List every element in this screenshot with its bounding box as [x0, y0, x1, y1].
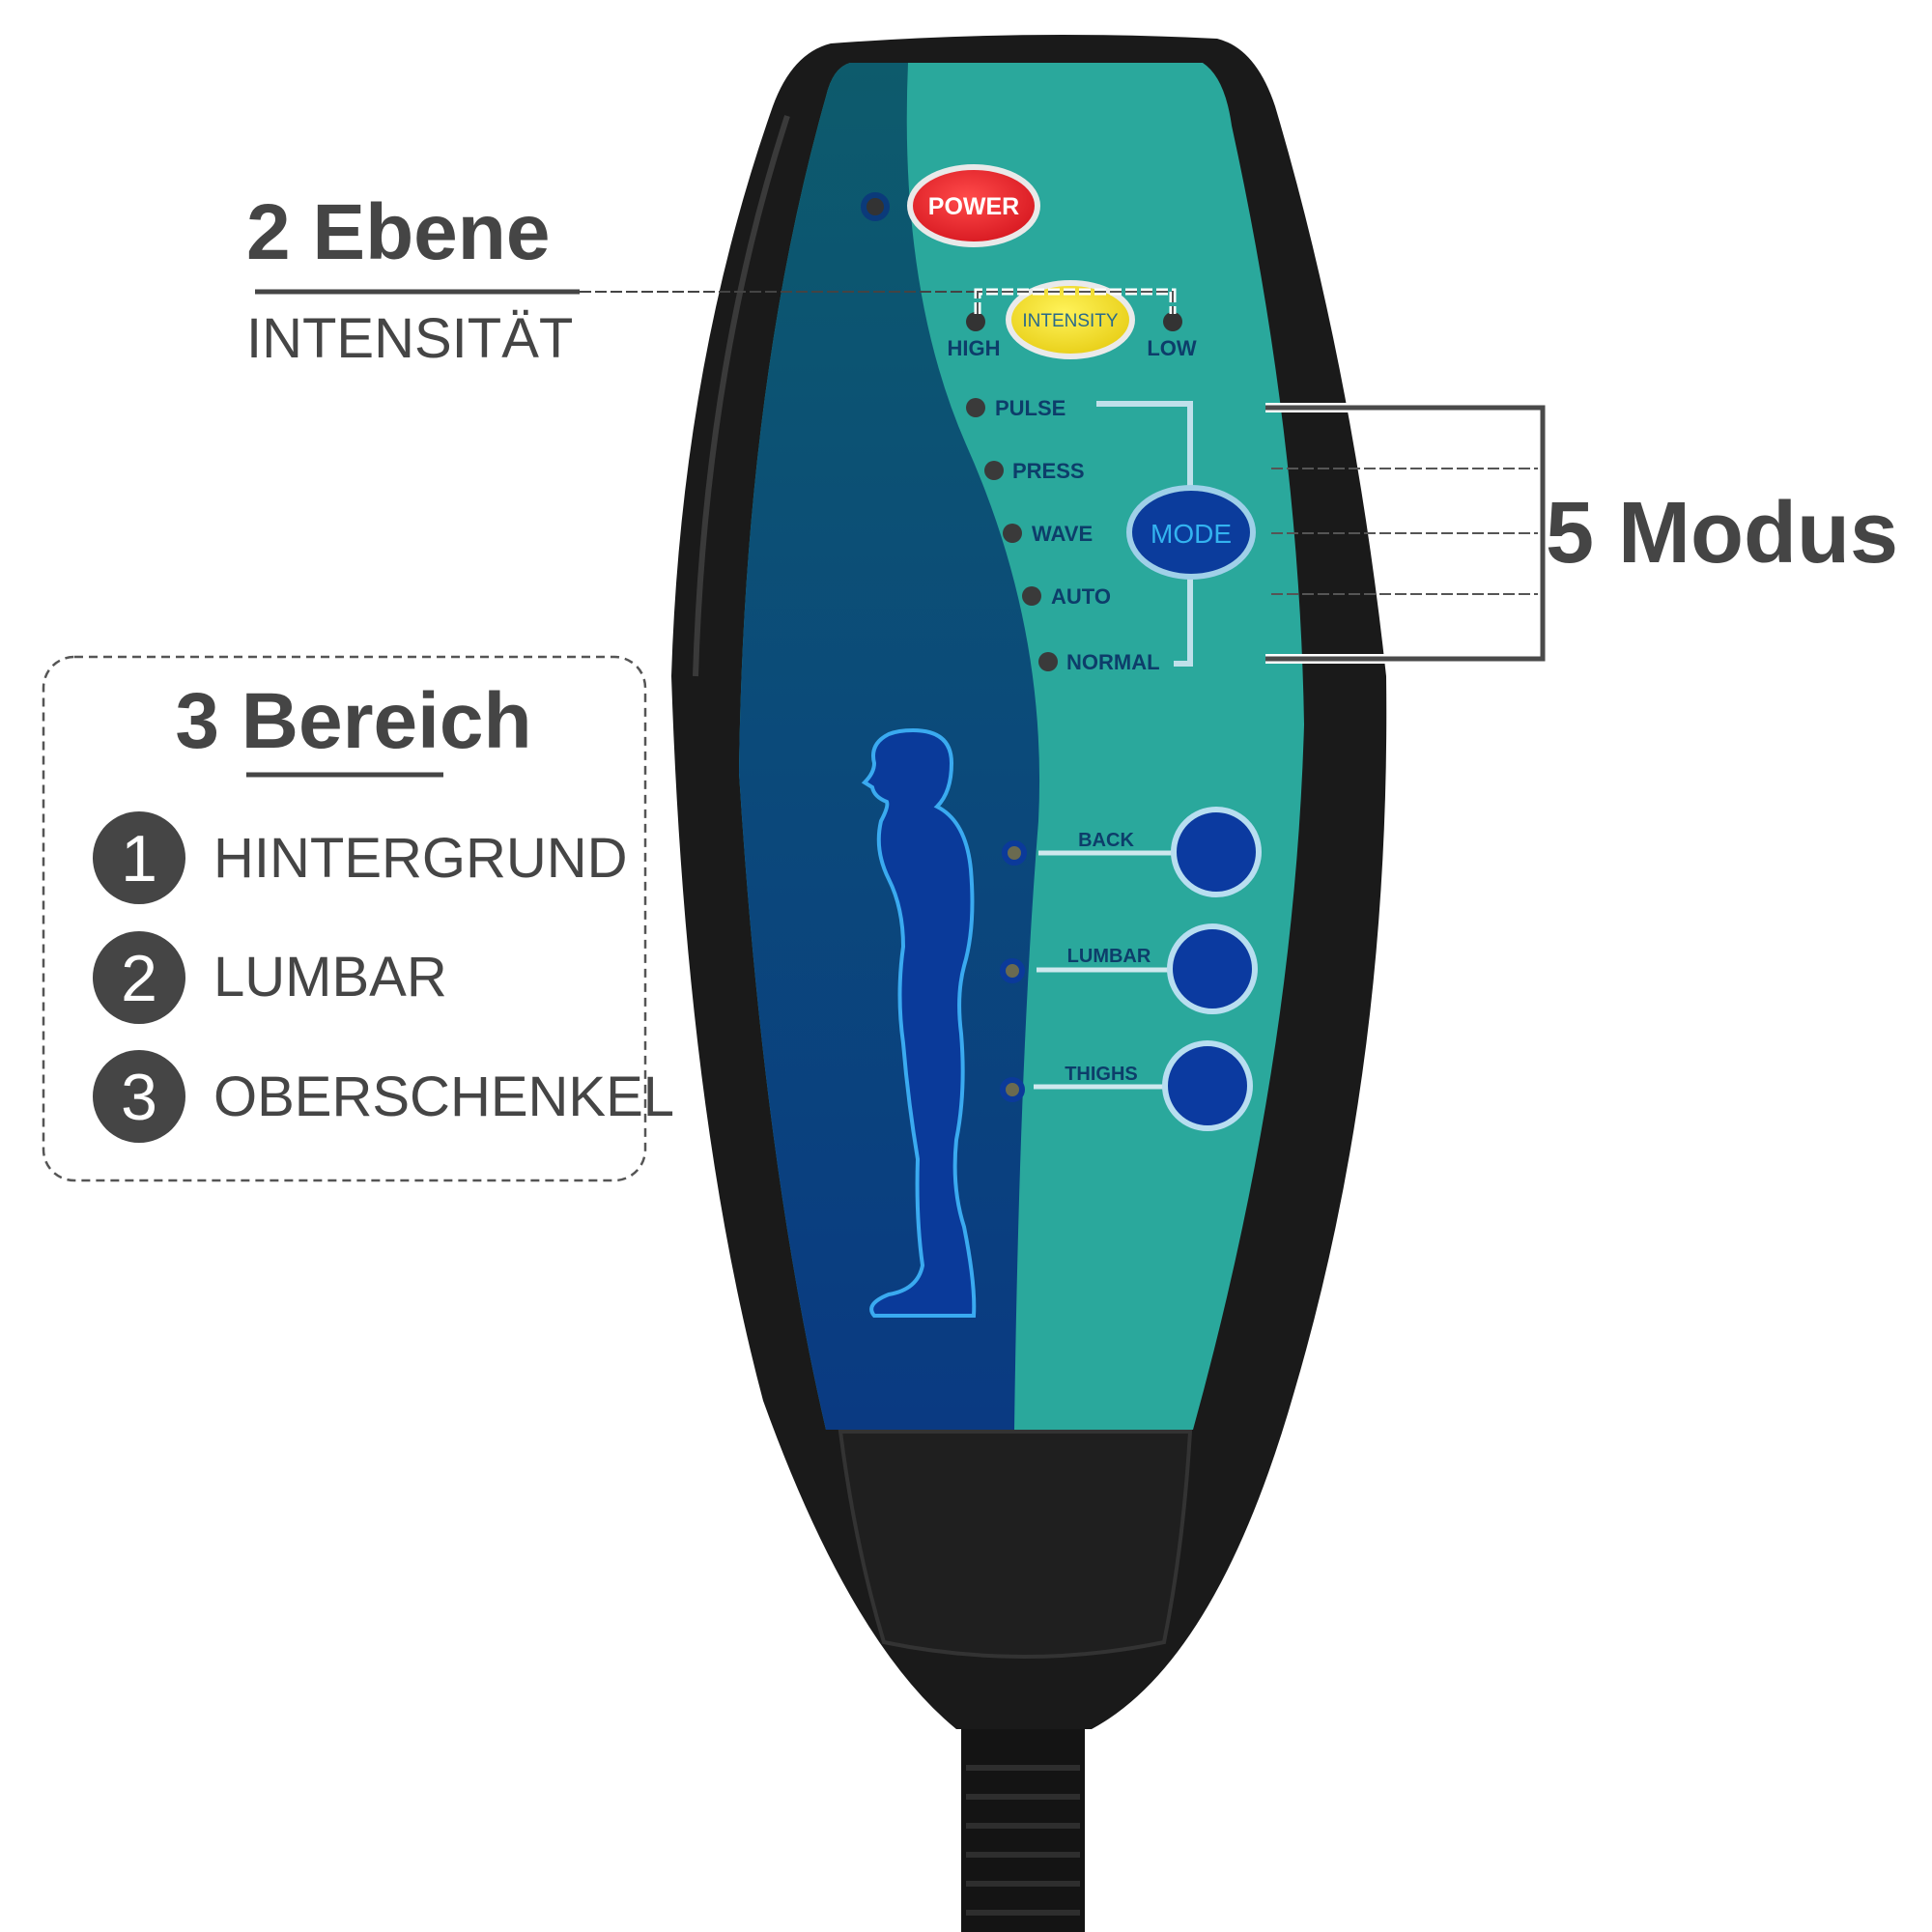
area-item-number: 1 [121, 822, 157, 895]
high-led [966, 312, 985, 331]
power-led [861, 192, 890, 221]
intensity-label: INTENSITY [1022, 311, 1119, 331]
mode-title: 5 Modus [1546, 485, 1898, 582]
high-label: HIGH [948, 336, 1001, 360]
area-back[interactable]: BACK [1002, 807, 1262, 897]
area-item-number: 3 [121, 1061, 157, 1134]
mode-press-label: PRESS [1012, 459, 1085, 483]
level-title: 2 Ebene [246, 188, 550, 276]
intensity-button[interactable]: INTENSITY [1006, 280, 1135, 359]
low-label: LOW [1147, 336, 1197, 360]
lumbar-button[interactable] [1167, 923, 1258, 1014]
remote-bottom-grip [838, 1430, 1193, 1659]
area-item-2: 2 LUMBAR [93, 931, 447, 1024]
level-annotation: 2 Ebene INTENSITÄT [246, 188, 1177, 370]
remote-body-highlight [693, 115, 790, 677]
area-item-label: OBERSCHENKEL [213, 1065, 674, 1128]
level-subtitle: INTENSITÄT [246, 307, 573, 370]
area-lumbar[interactable]: LUMBAR [1000, 923, 1258, 1014]
body-figure-icon [861, 727, 977, 1318]
area-thighs[interactable]: THIGHS [1000, 1040, 1253, 1131]
back-button[interactable] [1171, 807, 1262, 897]
mode-wave-label: WAVE [1032, 522, 1093, 546]
area-item-label: HINTERGRUND [213, 827, 628, 890]
area-back-label: BACK [1078, 830, 1134, 851]
low-led [1163, 312, 1182, 331]
area-title: 3 Bereich [175, 677, 531, 765]
mode-label: MODE [1151, 519, 1232, 549]
mode-annotation: 5 Modus [1265, 403, 1898, 664]
area-item-1: 1 HINTERGRUND [93, 811, 628, 904]
power-label: POWER [928, 193, 1019, 220]
area-thighs-label: THIGHS [1065, 1064, 1138, 1085]
area-annotation: 3 Bereich 1 HINTERGRUND 2 LUMBAR 3 OBERS… [42, 655, 674, 1182]
cable [961, 1700, 1085, 1932]
mode-normal-label: NORMAL [1066, 650, 1160, 674]
area-item-3: 3 OBERSCHENKEL [93, 1050, 674, 1143]
area-item-label: LUMBAR [213, 946, 447, 1009]
thighs-button[interactable] [1162, 1040, 1253, 1131]
mode-pulse-label: PULSE [995, 396, 1065, 420]
mode-auto-label: AUTO [1051, 584, 1111, 609]
power-button[interactable]: POWER [907, 164, 1040, 247]
mode-list: PULSE PRESS WAVE AUTO NORMAL [966, 396, 1193, 674]
mode-button[interactable]: MODE [1126, 485, 1256, 580]
area-item-number: 2 [121, 942, 157, 1015]
area-lumbar-label: LUMBAR [1067, 946, 1151, 967]
